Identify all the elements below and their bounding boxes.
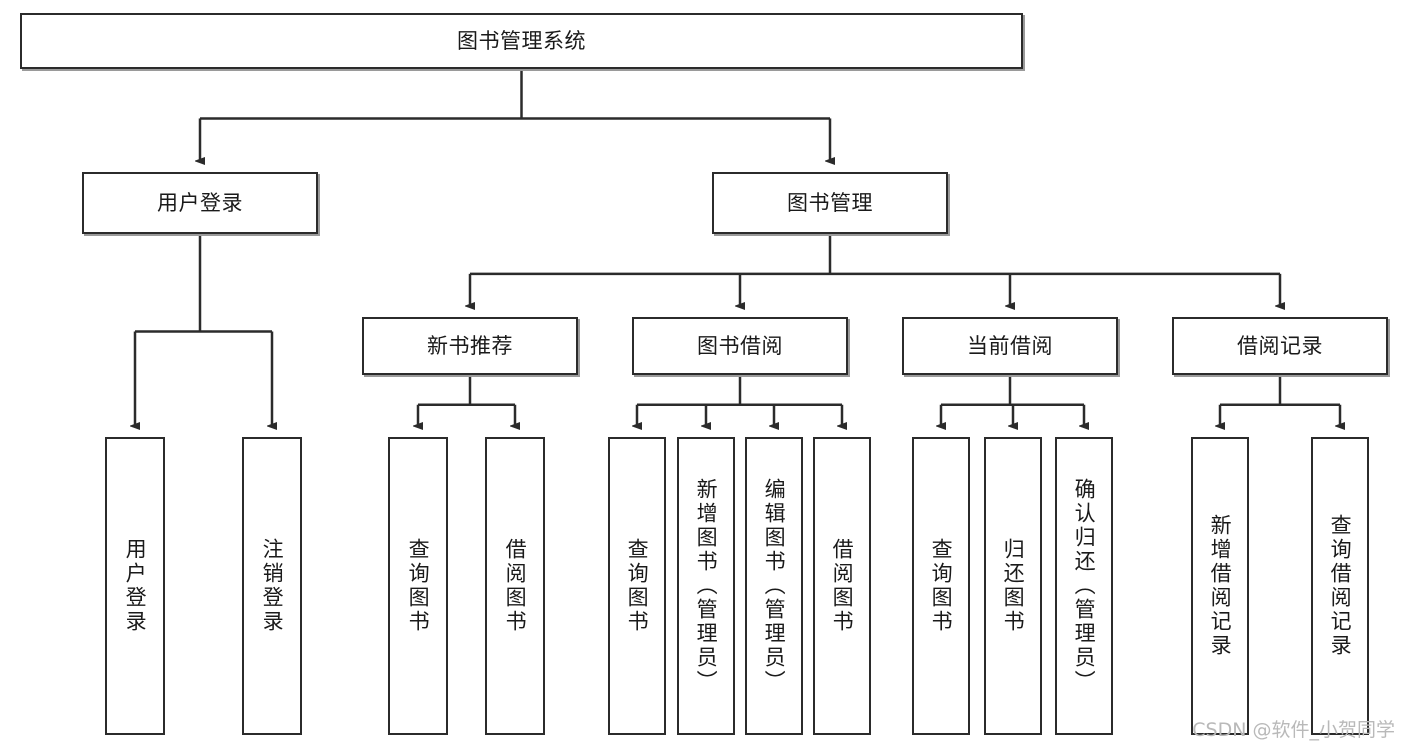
node-leaf-borrow-book-1[interactable]: 借阅图书: [485, 437, 545, 735]
node-label: 注销登录: [260, 538, 285, 634]
edge-trunk-root: [200, 69, 830, 120]
node-leaf-query-book-2[interactable]: 查询图书: [608, 437, 666, 735]
node-leaf-query-book-3[interactable]: 查询图书: [912, 437, 970, 735]
edge-trunk-book-manage: [470, 234, 1280, 276]
node-leaf-add-record[interactable]: 新增借阅记录: [1191, 437, 1249, 735]
node-leaf-add-book[interactable]: 新增图书（管理员）: [677, 437, 735, 735]
edge-trunk-current-borrow: [941, 375, 1084, 407]
node-label: 用户登录: [157, 190, 243, 215]
node-label: 编辑图书（管理员）: [762, 478, 787, 694]
node-leaf-return-book[interactable]: 归还图书: [984, 437, 1042, 735]
node-label: 图书管理系统: [457, 28, 586, 53]
node-label: 查询图书: [406, 538, 431, 634]
node-label: 新书推荐: [427, 333, 513, 358]
node-label: 归还图书: [1001, 538, 1026, 634]
node-book-manage[interactable]: 图书管理: [712, 172, 948, 234]
node-leaf-query-record[interactable]: 查询借阅记录: [1311, 437, 1369, 735]
node-leaf-borrow-book-2[interactable]: 借阅图书: [813, 437, 871, 735]
node-user-login[interactable]: 用户登录: [82, 172, 318, 234]
node-label: 借阅图书: [503, 538, 528, 634]
node-label: 借阅记录: [1237, 333, 1323, 358]
node-label: 用户登录: [123, 538, 148, 634]
node-leaf-edit-book[interactable]: 编辑图书（管理员）: [745, 437, 803, 735]
node-label: 当前借阅: [967, 333, 1053, 358]
node-label: 查询借阅记录: [1328, 514, 1353, 658]
node-label: 图书管理: [787, 190, 873, 215]
node-label: 查询图书: [625, 538, 650, 634]
node-label: 新增借阅记录: [1208, 514, 1233, 658]
node-label: 新增图书（管理员）: [694, 478, 719, 694]
node-label: 借阅图书: [830, 538, 855, 634]
edge-trunk-borrow-record: [1220, 375, 1340, 407]
watermark: CSDN @软件_小贺同学: [1192, 719, 1395, 741]
node-new-book-rec[interactable]: 新书推荐: [362, 317, 578, 375]
edge-trunk-book-borrow: [637, 375, 842, 407]
node-book-borrow[interactable]: 图书借阅: [632, 317, 848, 375]
node-leaf-query-book-1[interactable]: 查询图书: [388, 437, 448, 735]
node-current-borrow[interactable]: 当前借阅: [902, 317, 1118, 375]
node-label: 图书借阅: [697, 333, 783, 358]
node-leaf-confirm-return[interactable]: 确认归还（管理员）: [1055, 437, 1113, 735]
edge-trunk-new-book-rec: [418, 375, 515, 407]
edge-trunk-user-login: [135, 234, 272, 333]
node-leaf-user-login[interactable]: 用户登录: [105, 437, 165, 735]
node-leaf-user-logout[interactable]: 注销登录: [242, 437, 302, 735]
node-label: 查询图书: [929, 538, 954, 634]
node-label: 确认归还（管理员）: [1072, 478, 1097, 694]
node-root[interactable]: 图书管理系统: [20, 13, 1023, 69]
node-borrow-record[interactable]: 借阅记录: [1172, 317, 1388, 375]
